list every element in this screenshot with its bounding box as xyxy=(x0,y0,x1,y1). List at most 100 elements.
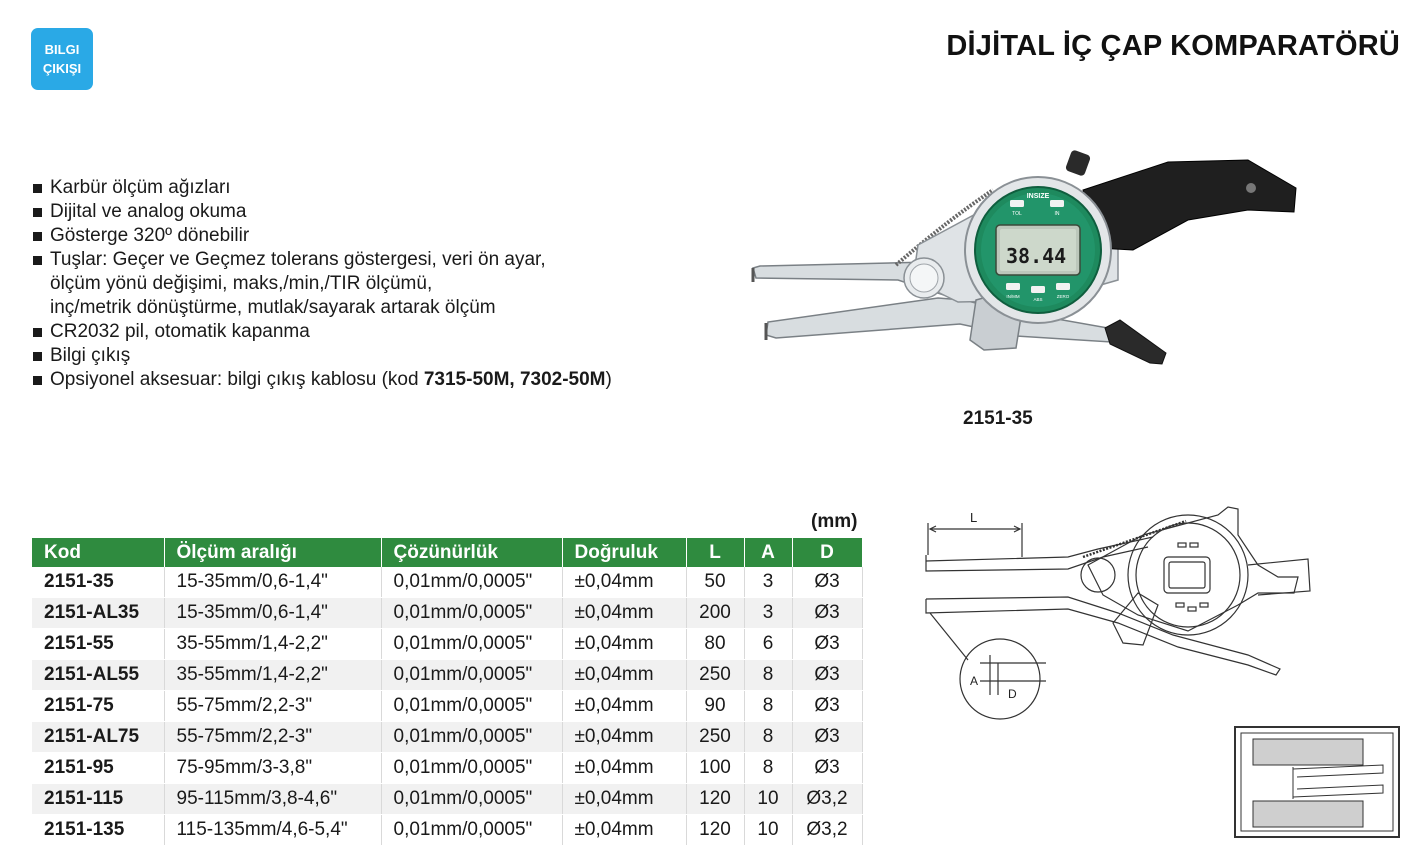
cell-d: Ø3 xyxy=(792,752,863,784)
dial-button-tol xyxy=(1010,200,1024,207)
technical-drawing: L A D xyxy=(925,506,1311,720)
cell-range: 35-55mm/1,4-2,2" xyxy=(164,659,382,691)
accessory-codes: 7315-50M, 7302-50M xyxy=(423,369,606,390)
cell-kod: 2151-35 xyxy=(32,567,165,598)
spec-table: Kod Ölçüm aralığı Çözünürlük Doğruluk L … xyxy=(32,538,863,846)
cell-kod: 2151-75 xyxy=(32,690,165,722)
photo-caption: 2151-35 xyxy=(963,408,1033,429)
dimension-label-l: L xyxy=(970,510,977,525)
cell-a: 8 xyxy=(744,721,793,753)
cell-accuracy: ±0,04mm xyxy=(562,597,687,629)
cell-l: 200 xyxy=(686,597,745,629)
header-resolution: Çözünürlük xyxy=(381,538,563,567)
cell-a: 8 xyxy=(744,659,793,691)
cell-resolution: 0,01mm/0,0005" xyxy=(381,783,563,815)
header-a: A xyxy=(744,538,793,567)
cell-accuracy: ±0,04mm xyxy=(562,783,687,815)
dial-label-tol: TOL xyxy=(1012,211,1022,217)
cell-l: 120 xyxy=(686,814,745,846)
cell-d: Ø3 xyxy=(792,597,863,629)
cell-range: 115-135mm/4,6-5,4" xyxy=(164,814,382,846)
cell-l: 80 xyxy=(686,628,745,660)
dial-button-inmm xyxy=(1006,283,1020,290)
data-output-badge: BILGI ÇIKIŞI xyxy=(31,28,93,90)
cell-l: 250 xyxy=(686,659,745,691)
cell-resolution: 0,01mm/0,0005" xyxy=(381,721,563,753)
cell-resolution: 0,01mm/0,0005" xyxy=(381,628,563,660)
cell-d: Ø3 xyxy=(792,659,863,691)
header-d: D xyxy=(792,538,863,567)
cell-resolution: 0,01mm/0,0005" xyxy=(381,814,563,846)
cell-range: 15-35mm/0,6-1,4" xyxy=(164,567,382,598)
dial-label-abs: ABS xyxy=(1033,297,1042,302)
cell-d: Ø3 xyxy=(792,628,863,660)
cell-a: 10 xyxy=(744,814,793,846)
dimension-label-d: D xyxy=(1008,687,1017,701)
cell-a: 8 xyxy=(744,690,793,722)
table-row: 2151-AL75 55-75mm/2,2-3" 0,01mm/0,0005" … xyxy=(32,721,863,753)
cell-d: Ø3 xyxy=(792,567,863,598)
cell-a: 8 xyxy=(744,752,793,784)
header-accuracy: Doğruluk xyxy=(562,538,687,567)
dial-button-abs xyxy=(1031,286,1045,293)
table-row: 2151-95 75-95mm/3-3,8" 0,01mm/0,0005" ±0… xyxy=(32,752,863,784)
cell-accuracy: ±0,04mm xyxy=(562,721,687,753)
dial-button-zero xyxy=(1056,283,1070,290)
cell-d: Ø3,2 xyxy=(792,783,863,815)
cell-a: 10 xyxy=(744,783,793,815)
cell-kod: 2151-95 xyxy=(32,752,165,784)
cell-accuracy: ±0,04mm xyxy=(562,814,687,846)
cell-l: 90 xyxy=(686,690,745,722)
usage-detail-drawing xyxy=(1234,726,1400,838)
feature-text: ) xyxy=(605,369,612,390)
cell-accuracy: ±0,04mm xyxy=(562,659,687,691)
cell-a: 3 xyxy=(744,597,793,629)
feature-item-continuation: ölçüm yönü değişimi, maks,/min,/TIR ölçü… xyxy=(50,273,433,294)
feature-item: Bilgi çıkış xyxy=(33,344,612,368)
badge-line-2: ÇIKIŞI xyxy=(42,61,82,76)
cell-d: Ø3 xyxy=(792,690,863,722)
feature-item: Dijital ve analog okuma xyxy=(33,200,612,224)
badge-line-1: BILGI xyxy=(44,42,80,57)
header-l: L xyxy=(686,538,745,567)
table-row: 2151-35 15-35mm/0,6-1,4" 0,01mm/0,0005" … xyxy=(32,567,863,598)
cell-range: 35-55mm/1,4-2,2" xyxy=(164,628,382,660)
cell-accuracy: ±0,04mm xyxy=(562,628,687,660)
feature-item: Karbür ölçüm ağızları xyxy=(33,176,612,200)
dial-brand-label: INSIZE xyxy=(1027,193,1050,200)
feature-item: CR2032 pil, otomatik kapanma xyxy=(33,320,612,344)
cell-range: 15-35mm/0,6-1,4" xyxy=(164,597,382,629)
cell-l: 50 xyxy=(686,567,745,598)
cell-d: Ø3,2 xyxy=(792,814,863,846)
cell-resolution: 0,01mm/0,0005" xyxy=(381,659,563,691)
dial-label-inmm: IN/MM xyxy=(1006,294,1019,299)
table-row: 2151-135 115-135mm/4,6-5,4" 0,01mm/0,000… xyxy=(32,814,863,846)
page-title: DİJİTAL İÇ ÇAP KOMPARATÖRÜ xyxy=(946,30,1400,62)
cell-kod: 2151-AL55 xyxy=(32,659,165,691)
cell-l: 100 xyxy=(686,752,745,784)
cell-resolution: 0,01mm/0,0005" xyxy=(381,597,563,629)
cell-l: 250 xyxy=(686,721,745,753)
cell-a: 6 xyxy=(744,628,793,660)
dial-label-in: IN xyxy=(1055,211,1060,217)
table-row: 2151-AL35 15-35mm/0,6-1,4" 0,01mm/0,0005… xyxy=(32,597,863,629)
product-photo: 38.44 INSIZE TOL IN IN/MM ABS ZERO xyxy=(751,150,1297,365)
dimension-label-a: A xyxy=(970,674,978,688)
cell-resolution: 0,01mm/0,0005" xyxy=(381,752,563,784)
cell-kod: 2151-135 xyxy=(32,814,165,846)
feature-list: Karbür ölçüm ağızları Dijital ve analog … xyxy=(33,176,612,392)
feature-item: Tuşlar: Geçer ve Geçmez tolerans gösterg… xyxy=(33,248,612,272)
feature-item-continuation: inç/metrik dönüştürme, mutlak/sayarak ar… xyxy=(50,297,496,318)
dial-button-in xyxy=(1050,200,1064,207)
cell-kod: 2151-AL35 xyxy=(32,597,165,629)
cell-range: 75-95mm/3-3,8" xyxy=(164,752,382,784)
table-header-row: Kod Ölçüm aralığı Çözünürlük Doğruluk L … xyxy=(32,538,863,567)
cell-range: 55-75mm/2,2-3" xyxy=(164,690,382,722)
feature-text: Opsiyonel aksesuar: bilgi çıkış kablosu … xyxy=(50,369,424,390)
table-row: 2151-55 35-55mm/1,4-2,2" 0,01mm/0,0005" … xyxy=(32,628,863,660)
display-reading: 38.44 xyxy=(1006,244,1066,268)
feature-item: Opsiyonel aksesuar: bilgi çıkış kablosu … xyxy=(33,368,612,392)
header-range: Ölçüm aralığı xyxy=(164,538,382,567)
dial-label-zero: ZERO xyxy=(1057,294,1070,299)
cell-kod: 2151-55 xyxy=(32,628,165,660)
